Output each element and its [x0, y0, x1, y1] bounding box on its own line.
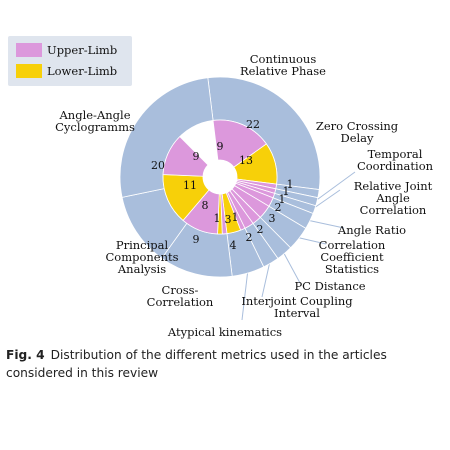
- category-label-line: Correlation: [319, 238, 386, 252]
- category-label-line: Interjoint Coupling: [241, 294, 353, 308]
- inner-value-label: 3: [225, 213, 232, 226]
- donut-hole: [203, 160, 237, 194]
- category-label-line: Coordination: [357, 159, 434, 173]
- inner-value-label: 1: [232, 211, 239, 224]
- category-label-angle-ratio: Angle Ratio: [337, 223, 406, 237]
- category-label-line: Delay: [340, 131, 374, 145]
- category-label-line: Components: [105, 250, 178, 264]
- category-label-line: Atypical kinematics: [167, 325, 282, 339]
- outer-value-label: 1: [279, 193, 286, 206]
- outer-value-label: 9: [193, 233, 200, 246]
- outer-value-label: 2: [275, 201, 282, 214]
- category-label-line: Angle-Angle: [59, 108, 131, 122]
- inner-ring: [162, 119, 278, 235]
- caption-text: Distribution of the different metrics us…: [6, 348, 387, 380]
- inner-value-label: 11: [183, 179, 197, 192]
- inner-value-label: 8: [202, 199, 209, 212]
- leader-line-interjoint-coupling-interval: [261, 261, 271, 298]
- category-label-line: Principal: [116, 238, 169, 252]
- category-label-line: Relative Phase: [240, 64, 326, 78]
- outer-value-label: 2: [246, 231, 253, 244]
- leader-line-atypical-kinematics: [241, 270, 249, 321]
- inner-value-label: 9: [193, 150, 200, 163]
- category-label-line: Temporal: [368, 147, 423, 161]
- category-label-line: Relative Joint: [354, 179, 433, 193]
- category-label-line: PC Distance: [294, 279, 365, 293]
- inner-value-label: 9: [217, 140, 224, 153]
- legend: Upper-Limb Lower-Limb: [8, 36, 132, 86]
- leader-line-relative-joint-angle-correlation: [312, 189, 341, 210]
- leader-line-temporal-coordination: [314, 171, 356, 202]
- legend-label-upper-limb: Upper-Limb: [47, 43, 117, 57]
- outer-value-label: 3: [269, 212, 276, 225]
- leader-line-pc-distance: [282, 251, 301, 284]
- legend-swatch-lower-limb: [16, 64, 42, 78]
- outer-value-label: 1: [287, 178, 294, 191]
- category-label-line: Analysis: [117, 262, 166, 276]
- category-label-cross-correlation: Cross-Correlation: [147, 283, 214, 309]
- leader-line-angle-ratio: [307, 219, 345, 229]
- outer-value-label: 1: [283, 185, 290, 198]
- category-label-line: Statistics: [325, 262, 379, 276]
- figure-number: Fig. 4: [6, 348, 45, 362]
- category-label-line: Correlation: [147, 295, 214, 309]
- category-label-line: Continuous: [250, 52, 317, 66]
- category-label-line: Correlation: [360, 203, 427, 217]
- category-label-line: Angle Ratio: [337, 223, 406, 237]
- leader-line-correlation-coefficient-statistics: [297, 236, 327, 245]
- legend-label-lower-limb: Lower-Limb: [47, 64, 117, 78]
- category-label-line: Coefficient: [320, 250, 384, 264]
- outer-value-label: 20: [151, 159, 165, 172]
- outer-value-label: 22: [246, 118, 260, 131]
- category-label-line: Cross-: [162, 283, 199, 297]
- category-label-line: Angle: [375, 191, 410, 205]
- category-label-line: Interval: [274, 306, 320, 320]
- outer-ring: [119, 76, 321, 278]
- category-label-atypical-kinematics: Atypical kinematics: [167, 325, 282, 339]
- outer-value-label: 2: [257, 223, 264, 236]
- inner-value-label: 13: [239, 154, 253, 167]
- category-label-pc-distance: PC Distance: [294, 279, 365, 293]
- category-label-line: Cyclogramms: [55, 120, 135, 134]
- inner-value-label: 1: [214, 212, 221, 225]
- outer-value-label: 4: [230, 239, 237, 252]
- legend-swatch-upper-limb: [16, 43, 42, 57]
- category-label-line: Zero Crossing: [316, 119, 399, 133]
